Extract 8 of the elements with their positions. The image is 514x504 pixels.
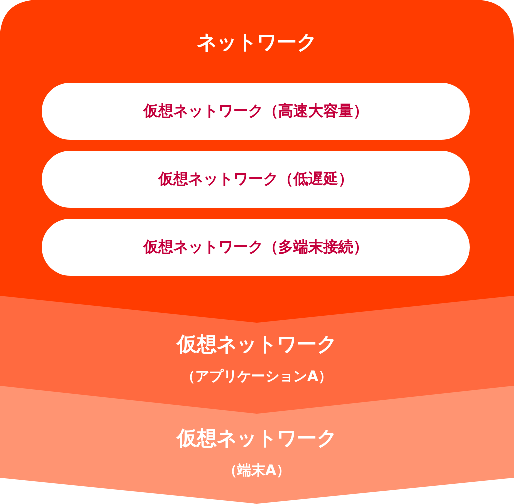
band-title: 仮想ネットワーク — [177, 426, 337, 450]
network-pill: 仮想ネットワーク（多端末接続） — [42, 219, 470, 276]
network-pill: 仮想ネットワーク（低遅延） — [42, 151, 470, 208]
band-title: ネットワーク — [197, 30, 317, 54]
network-pill: 仮想ネットワーク（高速大容量） — [42, 83, 470, 140]
band-subtitle: （端末A） — [224, 463, 290, 480]
band-subtitle: （アプリケーションA） — [182, 369, 332, 386]
band-title: 仮想ネットワーク — [177, 332, 337, 356]
